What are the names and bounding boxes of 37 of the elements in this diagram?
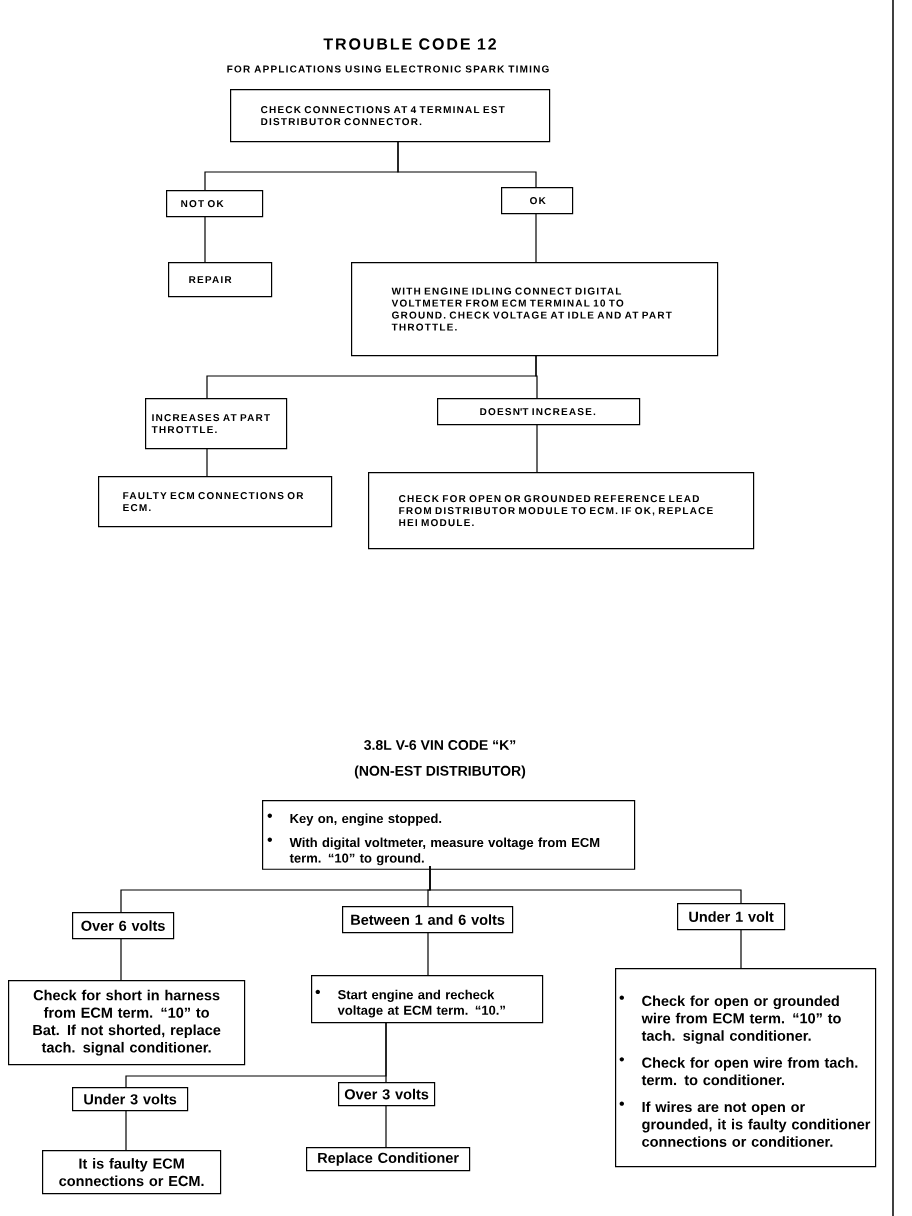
process-box: OK	[501, 187, 574, 215]
process-box: Between 1 and 6 volts	[342, 906, 514, 934]
connector-line	[535, 354, 538, 399]
process-box: Check for open or grounded wire from ECM term. “10” to tach. signal conditioner. Check for open wire from tach. term. to conditioner. If wires are not open or grounded, it is faulty conditioner connections or conditioner.	[615, 968, 877, 1168]
connector-line	[535, 212, 537, 263]
process-box: NOT OK	[166, 190, 264, 218]
process-box: CHECK FOR OPEN OR GROUNDED REFERENCE LEAD FROM DISTRIBUTOR MODULE TO ECM. IF OK, REPLACE HEI MODULE.	[368, 472, 755, 550]
process-box: FAULTY ECM CONNECTIONS OR ECM.	[98, 476, 333, 528]
connector-line	[385, 1021, 387, 1083]
title: TROUBLE CODE 12	[323, 38, 496, 50]
process-box: Over 6 volts	[72, 912, 175, 940]
process-box: Start engine and recheck voltage at ECM term. “10.”	[311, 975, 544, 1024]
process-box: CHECK CONNECTIONS AT 4 TERMINAL EST DISTRIBUTOR CONNECTOR.	[230, 89, 551, 143]
process-box: Under 1 volt	[677, 903, 786, 931]
process-box: Over 3 volts	[338, 1082, 436, 1107]
connector-line	[120, 937, 122, 981]
process-box: Key on, engine stopped. With digital voltmeter, measure voltage from ECM term. “10” to ground.	[262, 800, 636, 870]
process-box: DOESN'T INCREASE.	[437, 398, 641, 426]
process-box: WITH ENGINE IDLING CONNECT DIGITAL VOLTMETER FROM ECM TERMINAL 10 TO GROUND. CHECK VOLTAGE AT IDLE AND AT PART THROTTLE.	[351, 262, 719, 357]
connector-line	[740, 928, 742, 969]
heading: 3.8L V-6 VIN CODE “K”	[364, 740, 516, 750]
process-box: It is faulty ECM connections or ECM.	[42, 1150, 222, 1195]
heading: (NON-EST DISTRIBUTOR)	[354, 765, 526, 779]
connector-line	[429, 865, 742, 904]
connector-line	[206, 447, 208, 477]
heading: FOR APPLICATIONS USING ELECTRONIC SPARK TIMING	[227, 65, 549, 73]
process-box: Replace Conditioner	[306, 1147, 471, 1172]
process-box: INCREASES AT PART THROTTLE.	[145, 398, 288, 450]
process-box: Under 3 volts	[72, 1087, 189, 1112]
connector-line	[204, 215, 206, 263]
connector-line	[385, 1104, 387, 1148]
connector-line	[125, 1109, 127, 1151]
process-box: Check for short in harness from ECM term. “10” to Bat. If not shorted, replace tach. signal conditioner.	[8, 980, 246, 1066]
connector-line	[536, 423, 538, 473]
process-box: REPAIR	[168, 262, 273, 298]
connector-line	[427, 931, 429, 976]
connector-line	[397, 140, 537, 188]
